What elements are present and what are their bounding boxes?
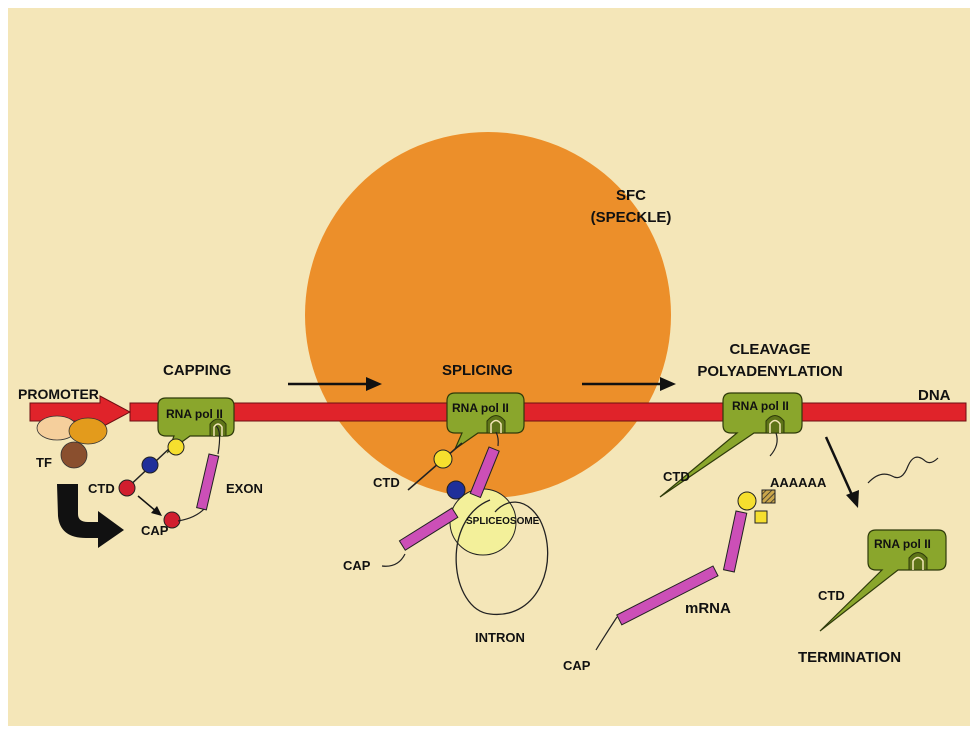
tf-orange-oval xyxy=(69,418,107,444)
label-exon: EXON xyxy=(226,481,263,496)
label-spliceosome: SPLICEOSOME xyxy=(466,516,540,527)
label-promoter: PROMOTER xyxy=(18,386,99,402)
label-ctd-capping: CTD xyxy=(88,481,115,496)
label-polyadenylation: POLYADENYLATION xyxy=(697,363,842,380)
yellow-square xyxy=(755,511,767,523)
label-cap-splicing: CAP xyxy=(343,558,371,573)
label-sfc: SFC xyxy=(616,187,646,204)
label-cap-capping: CAP xyxy=(141,523,169,538)
rna-pol-label-cleavage: RNA pol II xyxy=(732,399,789,413)
cap-yellow-bead-mrna xyxy=(738,492,756,510)
label-ctd-splicing: CTD xyxy=(373,475,400,490)
label-cap-mrna: CAP xyxy=(563,658,591,673)
label-cleavage: CLEAVAGE xyxy=(729,341,810,358)
label-dna: DNA xyxy=(918,387,951,404)
ctd-yellow-bead xyxy=(168,439,184,455)
tf-brown-oval xyxy=(61,442,87,468)
dna-strand xyxy=(130,403,966,421)
ctd-yellow-bead-splicing xyxy=(434,450,452,468)
label-ctd-cleavage: CTD xyxy=(663,469,690,484)
rna-pol-label-capping: RNA pol II xyxy=(166,407,223,421)
rna-pol-label-termination: RNA pol II xyxy=(874,537,931,551)
label-speckle: (SPECKLE) xyxy=(591,209,672,226)
label-termination: TERMINATION xyxy=(798,649,901,666)
ctd-blue-bead xyxy=(142,457,158,473)
label-ctd-termination: CTD xyxy=(818,588,845,603)
label-capping: CAPPING xyxy=(163,362,231,379)
label-splicing: SPLICING xyxy=(442,362,513,379)
label-tf: TF xyxy=(36,455,52,470)
ctd-red-bead xyxy=(119,480,135,496)
label-intron: INTRON xyxy=(475,630,525,645)
rna-pol-label-splicing: RNA pol II xyxy=(452,401,509,415)
blue-bead-splicing xyxy=(447,481,465,499)
polya-hatched-square xyxy=(762,490,775,503)
label-polya: AAAAAA xyxy=(770,475,827,490)
label-mrna: mRNA xyxy=(685,600,731,617)
